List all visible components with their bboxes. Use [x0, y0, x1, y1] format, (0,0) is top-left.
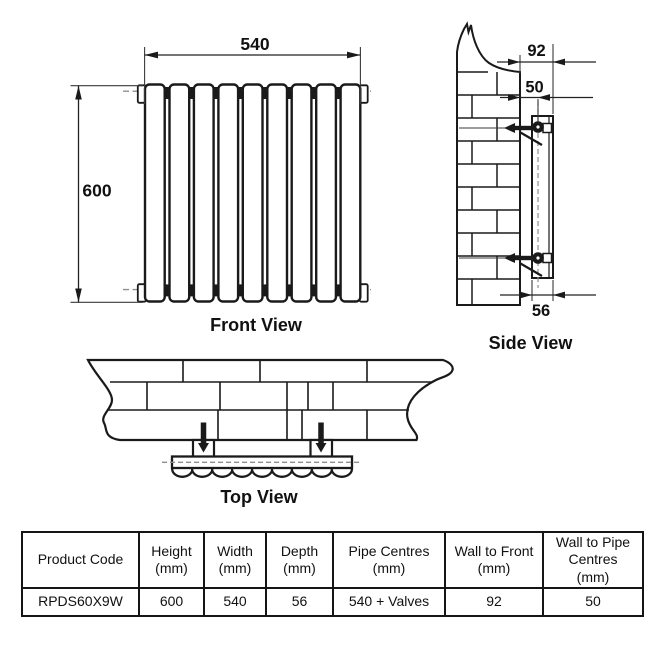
- cell-width: 540: [203, 587, 267, 617]
- front-view-label: Front View: [210, 315, 303, 335]
- front-width-dimension: 540: [144, 34, 361, 104]
- top-fixing-arrows: [198, 422, 327, 453]
- side-wall-to-front-value: 92: [527, 42, 545, 60]
- side-wall-to-pipe-dimension: 50: [500, 79, 593, 122]
- side-depth-value: 56: [532, 302, 550, 320]
- cell-height: 600: [138, 587, 205, 617]
- side-wall-to-front-dimension: 92: [497, 42, 596, 114]
- front-width-value: 540: [240, 34, 269, 54]
- front-panels: [143, 83, 362, 303]
- side-depth-dimension: 56: [500, 280, 596, 320]
- front-height-dimension: 600: [70, 85, 143, 303]
- side-view-label: Side View: [489, 333, 574, 353]
- col-header-pipe-centres: Pipe Centres (mm): [332, 531, 446, 589]
- side-wall-to-pipe-value: 50: [525, 79, 543, 97]
- col-header-product-code: Product Code: [21, 531, 140, 589]
- top-wall-bricks: [108, 360, 432, 440]
- top-view: Top View: [86, 358, 454, 507]
- cell-wall-to-pipe-centres: 50: [542, 587, 644, 617]
- front-gap-connectors: [164, 87, 341, 297]
- col-header-height: Height (mm): [138, 531, 205, 589]
- top-view-label: Top View: [220, 487, 298, 507]
- side-view: 92 50 56 Side View: [456, 21, 596, 353]
- front-view: 540 600 Front View: [70, 34, 371, 335]
- side-bracket-top: [459, 121, 553, 146]
- cell-wall-to-front: 92: [444, 587, 544, 617]
- side-bracket-bottom: [459, 252, 553, 277]
- top-wall: [86, 358, 454, 442]
- col-header-depth: Depth (mm): [265, 531, 334, 589]
- col-header-width: Width (mm): [203, 531, 267, 589]
- cell-pipe-centres: 540 + Valves: [332, 587, 446, 617]
- col-header-wall-to-pipe-centres: Wall to Pipe Centres (mm): [542, 531, 644, 589]
- top-radiator: [162, 455, 361, 478]
- col-header-wall-to-front: Wall to Front (mm): [444, 531, 544, 589]
- cell-product-code: RPDS60X9W: [21, 587, 140, 617]
- cell-depth: 56: [265, 587, 334, 617]
- front-height-value: 600: [82, 181, 111, 201]
- spec-table-header-row: Product Code Height (mm) Width (mm) Dept…: [21, 531, 644, 589]
- top-brackets: [191, 438, 334, 459]
- spec-table: Product Code Height (mm) Width (mm) Dept…: [21, 531, 644, 617]
- spec-table-data-row: RPDS60X9W 600 540 56 540 + Valves 92 50: [21, 587, 644, 617]
